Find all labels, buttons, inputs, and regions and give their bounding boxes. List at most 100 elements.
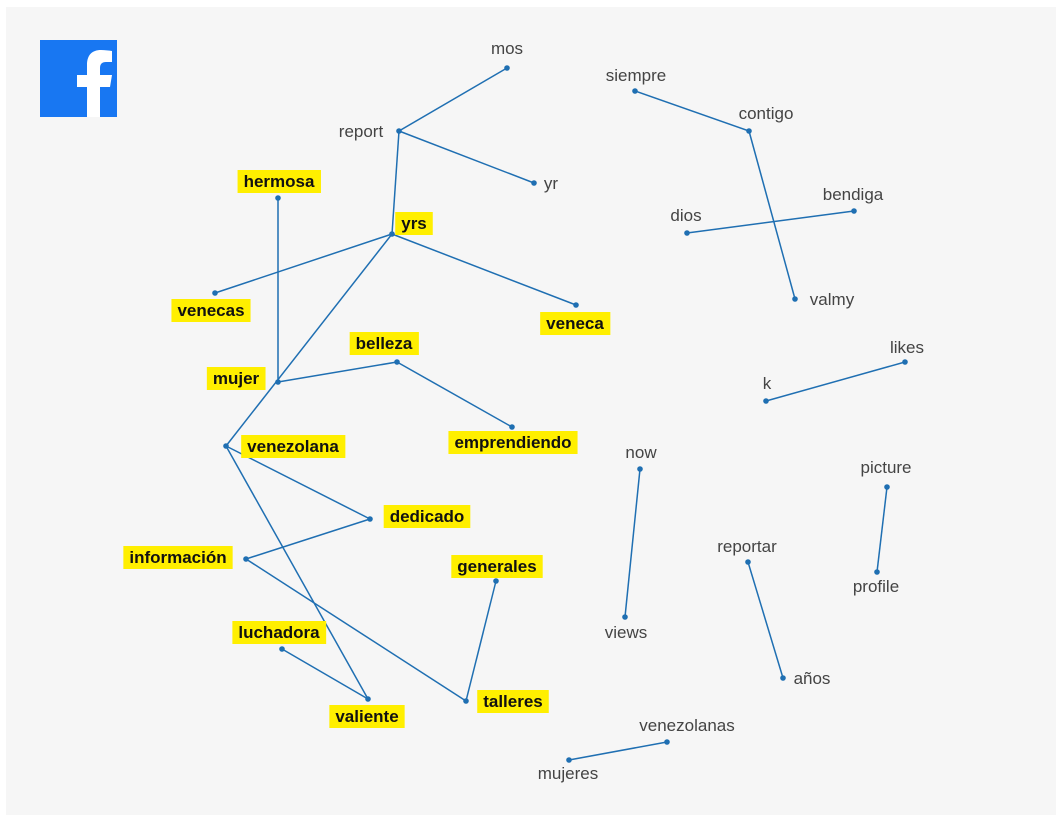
highlight-box <box>123 546 233 569</box>
node-label-yrs: yrs <box>395 212 433 235</box>
word-label: bendiga <box>823 185 884 204</box>
node-label-yr: yr <box>544 174 559 193</box>
word-label: mujeres <box>538 764 598 783</box>
word-label: talleres <box>483 692 543 711</box>
edge-mujer-belleza <box>277 361 398 383</box>
node-dot-k <box>763 398 769 404</box>
word-label: picture <box>860 458 911 477</box>
node-dot-now <box>637 466 643 472</box>
word-label: emprendiendo <box>454 433 571 452</box>
node-dot-venezolanas <box>664 739 670 745</box>
word-label: veneca <box>546 314 604 333</box>
node-dot-mos <box>504 65 510 71</box>
edge-reportar-anos <box>747 561 784 679</box>
highlight-box <box>232 621 327 644</box>
edge-siempre-contigo <box>634 90 750 132</box>
word-label: yrs <box>401 214 427 233</box>
highlight-box <box>171 299 251 322</box>
node-label-emprendiendo: emprendiendo <box>448 431 578 454</box>
edge-contigo-valmy <box>748 130 796 300</box>
edge-report-mos <box>398 67 508 132</box>
node-label-valiente: valiente <box>329 705 405 728</box>
node-dot-informacion <box>243 556 249 562</box>
edge-mujeres-venezolanas <box>568 741 668 761</box>
node-label-k: k <box>763 374 772 393</box>
node-label-mujeres: mujeres <box>538 764 598 783</box>
node-layer <box>212 65 908 763</box>
node-dot-yrs <box>389 231 395 237</box>
node-label-valmy: valmy <box>810 290 855 309</box>
node-dot-venezolana <box>223 443 229 449</box>
word-label: información <box>129 548 226 567</box>
node-label-bendiga: bendiga <box>823 185 884 204</box>
word-label: venezolana <box>247 437 339 456</box>
node-label-informacion: información <box>123 546 233 569</box>
word-label: report <box>339 122 384 141</box>
edge-luchadora-valiente <box>281 648 369 700</box>
node-label-picture: picture <box>860 458 911 477</box>
node-dot-dedicado <box>367 516 373 522</box>
node-label-mos: mos <box>491 39 523 58</box>
word-label: venezolanas <box>639 716 734 735</box>
highlight-box <box>395 212 433 235</box>
word-label: reportar <box>717 537 777 556</box>
node-label-venecas: venecas <box>171 299 251 322</box>
node-dot-valiente <box>365 696 371 702</box>
node-dot-siempre <box>632 88 638 94</box>
word-label: k <box>763 374 772 393</box>
highlight-box <box>329 705 405 728</box>
word-label: mujer <box>213 369 260 388</box>
node-label-mujer: mujer <box>206 367 266 390</box>
word-label: yr <box>544 174 559 193</box>
highlight-box <box>451 555 543 578</box>
node-dot-hermosa <box>275 195 281 201</box>
word-label: siempre <box>606 66 666 85</box>
node-dot-belleza <box>394 359 400 365</box>
edge-report-yrs <box>391 130 400 235</box>
edge-report-yr <box>398 130 535 184</box>
edge-dedicado-informacion <box>245 518 371 560</box>
word-label: valmy <box>810 290 855 309</box>
node-dot-reportar <box>745 559 751 565</box>
node-dot-likes <box>902 359 908 365</box>
node-dot-yr <box>531 180 537 186</box>
highlight-box <box>349 332 419 355</box>
node-dot-generales <box>493 578 499 584</box>
node-dot-mujeres <box>566 757 572 763</box>
highlight-box <box>241 435 346 458</box>
node-dot-emprendiendo <box>509 424 515 430</box>
node-label-luchadora: luchadora <box>232 621 327 644</box>
edge-yrs-veneca <box>391 233 577 306</box>
node-label-contigo: contigo <box>739 104 794 123</box>
node-label-generales: generales <box>451 555 543 578</box>
node-dot-mujer <box>275 379 281 385</box>
word-label: mos <box>491 39 523 58</box>
node-label-belleza: belleza <box>349 332 419 355</box>
node-dot-venecas <box>212 290 218 296</box>
word-label: profile <box>853 577 899 596</box>
node-dot-views <box>622 614 628 620</box>
word-label: valiente <box>335 707 398 726</box>
edge-now-views <box>624 468 641 618</box>
highlight-box <box>206 367 266 390</box>
node-dot-report <box>396 128 402 134</box>
node-dot-profile <box>874 569 880 575</box>
node-label-dedicado: dedicado <box>383 505 471 528</box>
word-label: now <box>625 443 657 462</box>
edge-venezolana-valiente <box>225 445 369 700</box>
word-label: luchadora <box>238 623 320 642</box>
word-label: venecas <box>177 301 244 320</box>
highlight-box <box>383 505 471 528</box>
facebook-icon <box>40 40 117 117</box>
node-label-hermosa: hermosa <box>237 170 321 193</box>
edge-generales-talleres <box>465 580 497 702</box>
node-label-views: views <box>605 623 648 642</box>
node-dot-dios <box>684 230 690 236</box>
word-label: hermosa <box>244 172 315 191</box>
node-dot-talleres <box>463 698 469 704</box>
word-label: contigo <box>739 104 794 123</box>
node-label-reportar: reportar <box>717 537 777 556</box>
node-label-talleres: talleres <box>477 690 549 713</box>
edge-picture-profile <box>876 486 888 573</box>
